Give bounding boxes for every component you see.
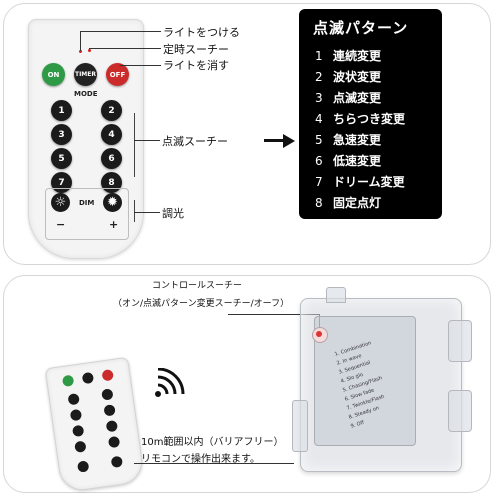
small-dim-down[interactable] (76, 460, 90, 473)
small-on-button[interactable] (61, 374, 75, 388)
pattern-bracket-vline (134, 113, 135, 177)
dim-plus: + (109, 218, 119, 231)
wireless-signal-icon (155, 368, 185, 397)
off-button[interactable]: OFF (106, 63, 129, 86)
remote-control: ON TIMER OFF MODE 1 3 5 7 2 4 6 8 ☼ DIM … (28, 19, 144, 259)
on-button[interactable]: ON (42, 63, 65, 86)
timer-button[interactable]: TIMER (74, 63, 97, 86)
range-caption-line2: リモコンで操作出来ます。 (141, 454, 260, 465)
battery-box-left-clip (292, 400, 308, 452)
dim-label: DIM (79, 199, 95, 207)
dim-down-sun-icon[interactable]: ☼ (51, 193, 70, 212)
small-mode-7[interactable] (74, 440, 87, 453)
mode-button-4[interactable]: 4 (101, 124, 122, 145)
off-callout-line (120, 65, 161, 66)
small-mode-8[interactable] (107, 435, 121, 449)
dim-up-sun-icon[interactable]: ✹ (103, 193, 122, 212)
controller-switch-sublabel: （オン/点滅パターン変更スーチー/オーフ） (113, 299, 290, 309)
controller-callout-line (228, 314, 320, 315)
pattern-callout-line (134, 140, 160, 141)
small-mode-4[interactable] (103, 404, 116, 417)
battery-box-side-clip-top (448, 320, 472, 362)
off-callout-dot (118, 64, 121, 67)
bottom-panel (3, 275, 491, 493)
dim-bracket-vline (134, 200, 135, 222)
small-mode-3[interactable] (69, 408, 83, 422)
callout-light-on: ライトをつける (163, 26, 240, 39)
timer-callout-line (89, 48, 161, 49)
controller-led (316, 331, 322, 337)
on-callout-dot (79, 50, 82, 53)
small-dim-up[interactable] (110, 455, 124, 469)
small-mode-1[interactable] (67, 393, 80, 406)
on-callout-line (80, 31, 161, 32)
battery-compartment (314, 316, 416, 446)
mode-button-2[interactable]: 2 (101, 100, 122, 121)
small-mode-2[interactable] (101, 388, 114, 401)
mode-button-1[interactable]: 1 (51, 100, 72, 121)
small-off-button[interactable] (101, 369, 114, 382)
controller-switch-label: コントロールスーチー (152, 281, 243, 291)
on-callout-vline (80, 31, 81, 51)
callout-light-off: ライトを消す (163, 59, 229, 72)
mode-label: MODE (74, 90, 98, 98)
mode-button-8[interactable]: 8 (101, 172, 122, 193)
pattern-title: 点滅パターン (313, 19, 409, 37)
small-mode-5[interactable] (71, 424, 85, 438)
callout-pattern-switch: 点滅スーチー (162, 135, 228, 148)
range-caption-line1: 10m範囲以内（バリアフリー） (141, 437, 284, 448)
timer-callout-dot (88, 49, 91, 52)
callout-dimmer: 調光 (162, 207, 184, 220)
arrow-shaft (264, 139, 284, 142)
mode-button-6[interactable]: 6 (101, 148, 122, 169)
small-remote (44, 356, 146, 494)
range-caption-underline (134, 463, 294, 464)
dim-minus: − (56, 218, 66, 231)
small-timer-button[interactable] (81, 371, 95, 385)
battery-box-side-clip-bottom (448, 390, 472, 432)
callout-timer-switch: 定時スーチー (163, 43, 229, 56)
dim-group: ☼ DIM ✹ − + (45, 188, 129, 240)
dim-callout-line (134, 212, 160, 213)
top-panel (3, 3, 491, 265)
mode-button-7[interactable]: 7 (51, 172, 72, 193)
mode-button-3[interactable]: 3 (51, 124, 72, 145)
arrow-right-icon (283, 134, 295, 148)
small-mode-6[interactable] (105, 419, 119, 433)
battery-box-hook (326, 287, 346, 303)
mode-button-5[interactable]: 5 (51, 148, 72, 169)
